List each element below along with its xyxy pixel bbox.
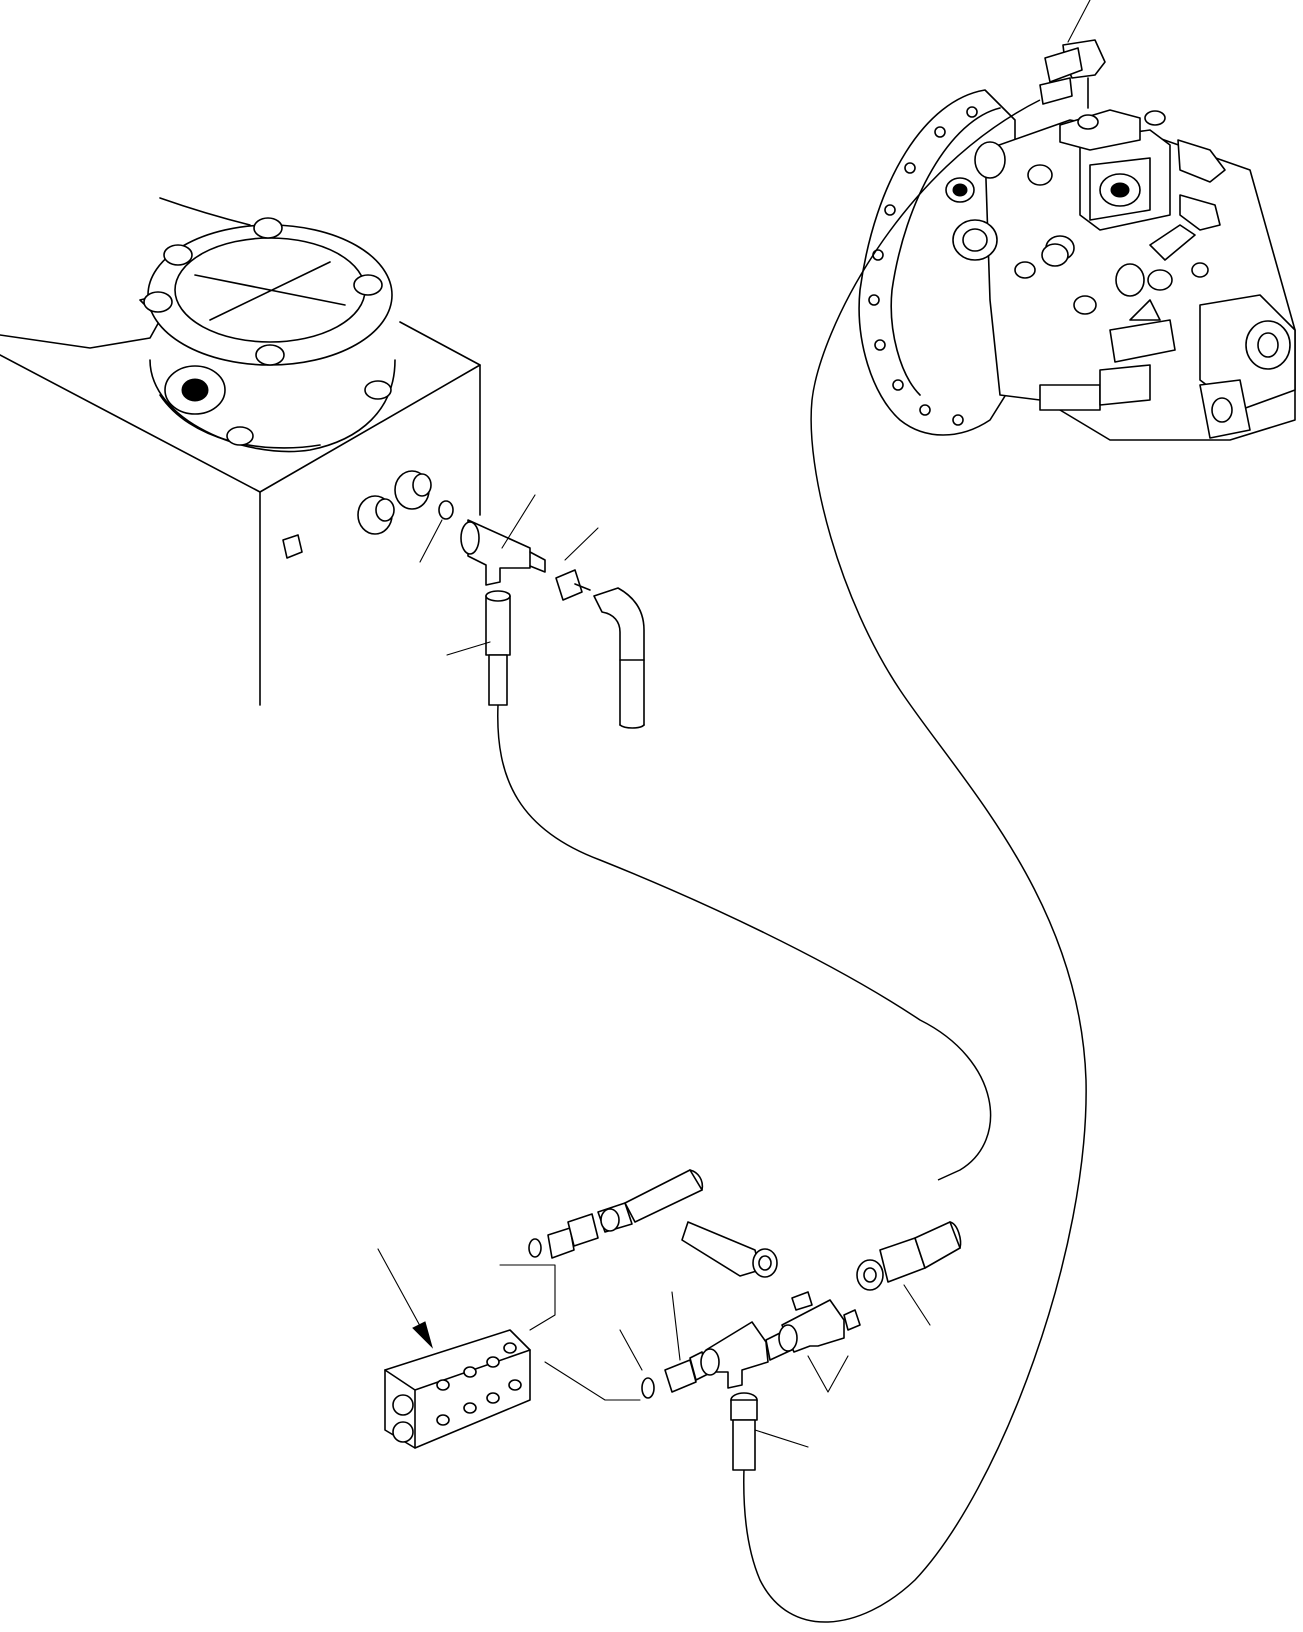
hydraulic-tank [0, 197, 481, 706]
tank-nut [282, 534, 303, 559]
arrow-head [412, 1321, 433, 1349]
hydraulic-pump [858, 39, 1296, 441]
pump-to-block-hose [743, 99, 1087, 1623]
plug-seals [357, 470, 454, 535]
leader-lines-top [419, 0, 1091, 656]
arrow-shaft [377, 1248, 426, 1336]
hoses [497, 99, 1087, 1623]
lower-fittings [377, 1169, 962, 1471]
valve-block [384, 1329, 531, 1449]
filter-housing [143, 217, 396, 453]
tank-tee-fitting [460, 519, 645, 729]
tank-to-block-hose [497, 704, 992, 1181]
